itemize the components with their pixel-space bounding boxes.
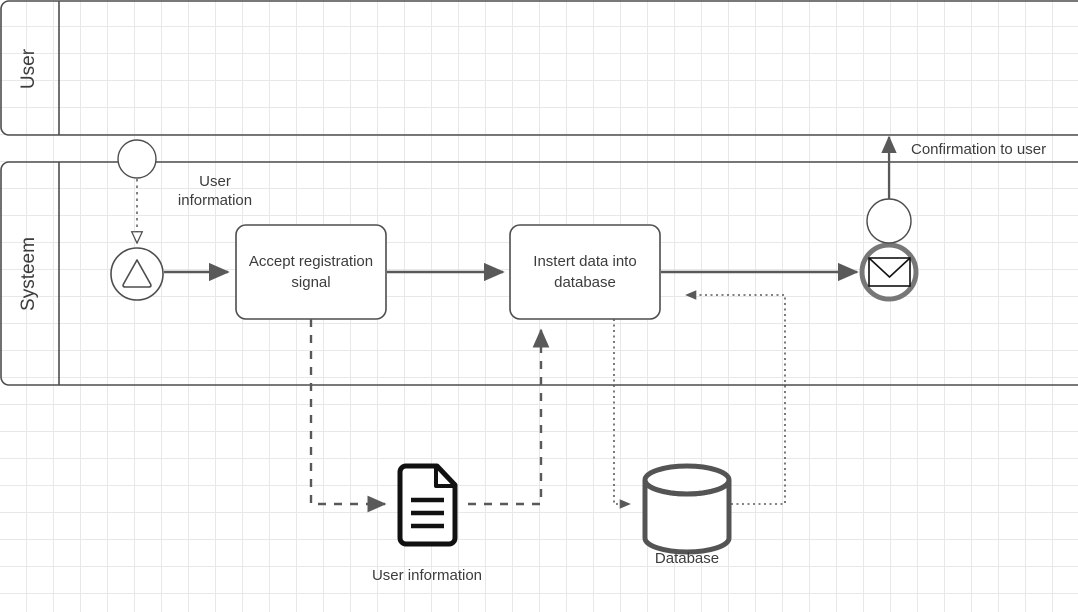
message-target-circle — [866, 198, 912, 244]
data-store-database-label: Database — [654, 550, 720, 567]
lane-title-user: User — [18, 48, 39, 90]
document-icon — [397, 463, 458, 547]
data-association-database — [613, 290, 786, 509]
message-flow-confirmation — [866, 135, 912, 244]
task-accept-shape — [235, 224, 387, 320]
lane-user-shape — [0, 0, 1078, 136]
end-event-shape — [859, 242, 919, 302]
task-insert-shape — [509, 224, 661, 320]
flow-label-confirmation: Confirmation to user — [911, 141, 1047, 158]
flow-label-user-information: User information — [130, 172, 300, 210]
start-event-shape — [110, 247, 164, 301]
signal-triangle-icon — [122, 259, 152, 288]
lane-systeem-shape — [0, 161, 1078, 386]
envelope-icon — [868, 257, 911, 287]
data-object-user-info-label: User information — [371, 567, 483, 584]
message-source-circle — [117, 139, 157, 179]
flow-label-user-information-line2: information — [177, 192, 253, 209]
message-flow-user-information — [117, 139, 157, 243]
lane-title-systeem: Systeem — [18, 237, 39, 311]
flow-label-user-information-line1: User — [199, 173, 231, 190]
database-cylinder-icon — [642, 463, 732, 555]
